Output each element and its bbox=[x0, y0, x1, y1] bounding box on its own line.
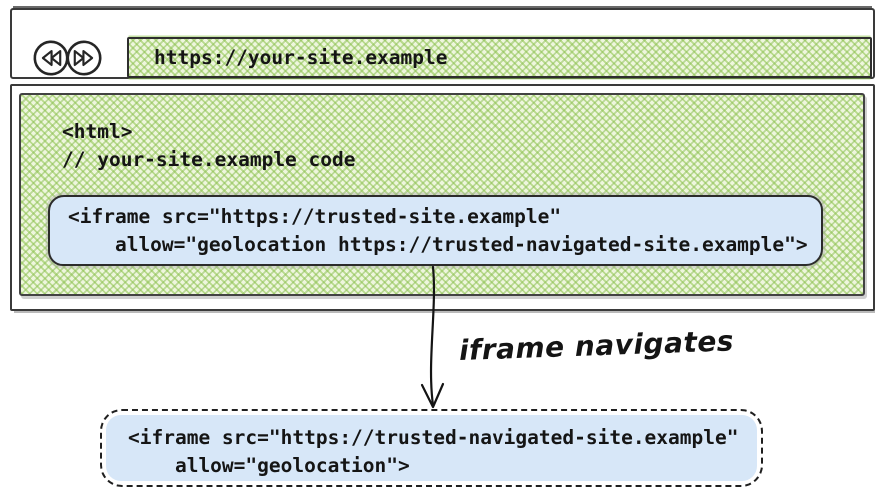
navigation-arrow bbox=[420, 266, 445, 409]
embedded-iframe-code: <iframe src="https://trusted-site.exampl… bbox=[68, 203, 808, 259]
embedded-iframe-box bbox=[48, 195, 823, 266]
back-button bbox=[33, 40, 69, 76]
rewind-double-left-arrow-icon bbox=[33, 40, 69, 76]
navigated-iframe-box bbox=[100, 409, 763, 487]
navigated-iframe-box-fill bbox=[106, 415, 757, 481]
address-bar: https://your-site.example bbox=[127, 37, 872, 78]
code-line: // your-site.example code bbox=[62, 148, 356, 171]
page-source-code: <html> // your-site.example code bbox=[62, 118, 356, 174]
arrow-label: iframe navigates bbox=[458, 324, 735, 367]
browser-toolbar: https://your-site.example bbox=[10, 8, 875, 79]
address-url: https://your-site.example bbox=[154, 46, 448, 69]
code-line: <iframe src="https://trusted-site.exampl… bbox=[68, 205, 562, 228]
navigated-iframe-code: <iframe src="https://trusted-navigated-s… bbox=[128, 424, 738, 480]
code-line: allow="geolocation https://trusted-navig… bbox=[68, 233, 808, 256]
fast-forward-double-right-arrow-icon bbox=[66, 40, 102, 76]
code-line: <iframe src="https://trusted-navigated-s… bbox=[128, 426, 739, 449]
code-line: <html> bbox=[62, 120, 133, 143]
forward-button bbox=[66, 40, 102, 76]
code-line: allow="geolocation"> bbox=[128, 454, 410, 477]
